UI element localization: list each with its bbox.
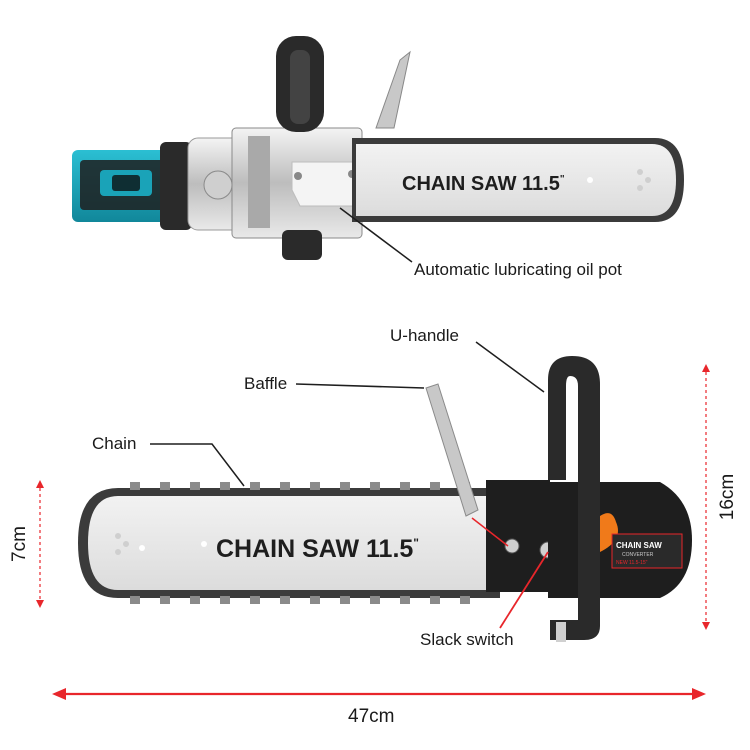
chain-bar-top [352, 138, 684, 222]
converter-cover: CHAIN SAW CONVERTER NEW 11.5-15" [548, 482, 692, 598]
baffle-top [375, 50, 411, 129]
chain-bar-side [78, 482, 500, 604]
callout-line-baffle-inner [471, 517, 509, 547]
label-oil-pot: Automatic lubricating oil pot [414, 260, 622, 279]
u-handle-top [276, 36, 324, 260]
bar-label-top: CHAIN SAW 11.5" [402, 173, 565, 195]
baffle-side [425, 383, 479, 517]
label-slack-switch: Slack switch [420, 630, 514, 649]
side-view-saw: CHAIN SAW 11.5" CHAIN SAW CONVERTER NEW … [78, 341, 692, 642]
callout-line-oil-pot [339, 207, 413, 263]
cover-label-size: NEW 11.5-15" [616, 560, 648, 566]
callout-line-chain [150, 443, 245, 487]
label-chain: Chain [92, 434, 137, 453]
cover-label-title: CHAIN SAW [616, 541, 662, 550]
dimension-16cm [702, 364, 710, 630]
dimension-label-16cm: 16cm [717, 473, 738, 521]
dimension-47cm [52, 688, 706, 700]
label-baffle: Baffle [244, 374, 288, 393]
label-u-handle: U-handle [390, 326, 459, 345]
cover-label-sub: CONVERTER [622, 552, 654, 558]
dimension-7cm [36, 480, 44, 608]
callout-line-baffle [295, 383, 425, 389]
u-handle-side [548, 356, 600, 642]
bar-label-side: CHAIN SAW 11.5" [216, 535, 419, 563]
mount-block [486, 480, 557, 592]
dimension-label-47cm: 47cm [348, 706, 395, 727]
grinder-body [72, 142, 192, 230]
callout-line-u-handle [475, 341, 545, 393]
top-view-saw: CHAIN SAW 11.5" [72, 36, 684, 263]
callout-line-slack-switch [499, 551, 549, 629]
dimension-label-7cm: 7cm [9, 526, 30, 562]
